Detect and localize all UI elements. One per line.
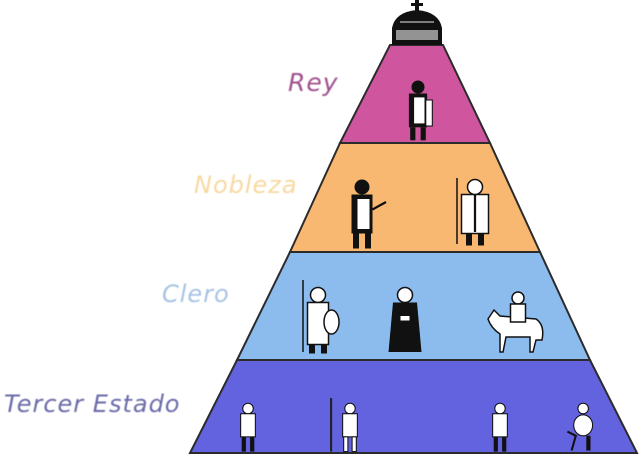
knight-with-shield-figure-icon [302,280,340,354]
peasant-with-staff-figure-icon [330,398,358,453]
peasant-figure-icon [492,402,508,452]
priest-figure-icon [388,286,422,352]
pyramid-level-tercer-estado [188,359,639,454]
pyramid-level-nobleza [288,142,542,253]
bishop-figure-icon [456,178,490,246]
peasant-working-figure-icon [566,402,594,451]
level-label-nobleza: Nobleza [194,171,298,199]
king-figure-icon [408,80,433,141]
crown-icon [392,0,442,45]
level-label-clero: Clero [162,280,230,308]
mounted-knight-figure-icon [487,291,544,353]
level-label-rey: Rey [288,68,339,97]
level-label-tercer-estado: Tercer Estado [4,390,181,418]
noble-figure-icon [351,179,387,249]
peasant-figure-icon [240,402,256,452]
